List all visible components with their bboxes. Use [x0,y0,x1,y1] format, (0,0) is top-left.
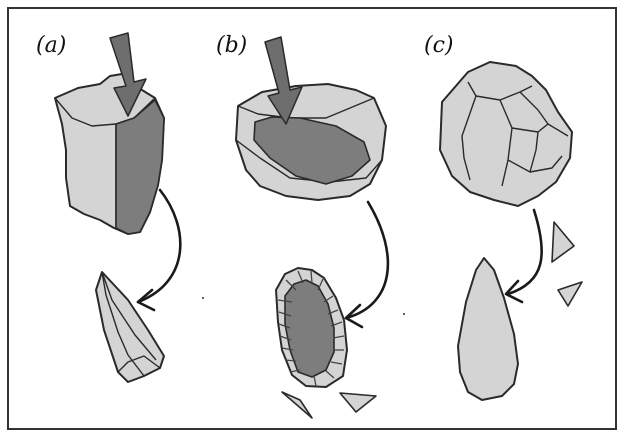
panel-c-label: (c) [424,33,454,58]
panel-a-label: (a) [36,33,66,58]
panel-b-label: (b) [216,33,247,58]
core-b [236,84,386,200]
